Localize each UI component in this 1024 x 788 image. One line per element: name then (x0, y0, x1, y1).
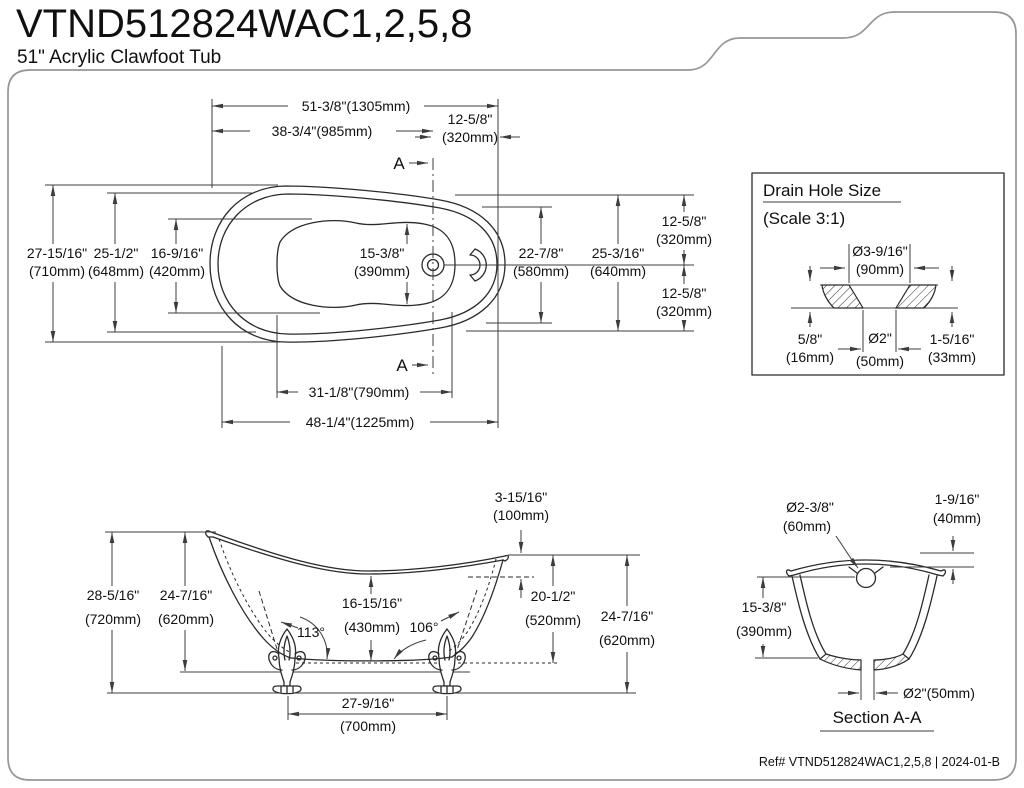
dim-inner-depth-in: 16-15/16" (342, 595, 402, 611)
dim-width-inner-right-mm: (580mm) (513, 263, 569, 279)
dim-rim-height-back-mm: (620mm) (158, 611, 214, 627)
dim-section-depth-in: 15-3/8" (742, 599, 787, 615)
dim-height-back-in: 28-5/16" (87, 587, 139, 603)
tub-front-wall (451, 559, 504, 658)
dim-hole-dia-mm: (50mm) (856, 353, 904, 369)
footer-ref: Ref# VTND512824WAC1,2,5,8 | 2024-01-B (759, 755, 1000, 769)
dim-width-rim-in: 25-1/2" (94, 245, 139, 261)
section-title: Section A-A (833, 708, 922, 727)
tub-back-wall (208, 536, 292, 659)
dim-half-width-bottom-mm: (320mm) (656, 303, 712, 319)
dim-section-from-end-in: 12-5/8" (448, 111, 493, 127)
section-left-wall (791, 575, 821, 660)
dim-width-right-mm: (640mm) (590, 263, 646, 279)
dim-flange-dia-in: Ø3-9/16" (852, 243, 908, 259)
drain-detail-box: Drain Hole Size (Scale 3:1) Ø3-9/16" (90… (751, 172, 1005, 376)
angle-front-label: 106° (410, 619, 439, 635)
dim-deck-height-mm: (520mm) (525, 612, 581, 628)
section-marker-bottom: A (396, 356, 408, 375)
dim-half-width-top-in: 12-5/8" (662, 213, 707, 229)
section-bottom-right (873, 653, 910, 671)
dim-length-overall: 51-3/8"(1305mm) (302, 98, 410, 114)
tub-outer-rim (209, 185, 506, 343)
drain-detail-title: Drain Hole Size (763, 181, 881, 200)
dim-section-depth-mm: (390mm) (736, 623, 792, 639)
dim-rim-height-front-in: 24-7/16" (601, 608, 653, 624)
drain-flange-right (894, 284, 937, 309)
dim-basin-width-at-drain-in: 15-3/8" (360, 245, 405, 261)
dim-half-width-bottom-in: 12-5/8" (662, 285, 707, 301)
dim-width-basin-in: 16-9/16" (151, 245, 203, 261)
tub-rim-profile (210, 531, 506, 572)
dim-basin-width-at-drain-mm: (390mm) (354, 263, 410, 279)
dim-depth-mm: (33mm) (928, 349, 976, 365)
side-view: 28-5/16" (720mm) 24-7/16" (620mm) 16-15/… (85, 489, 655, 734)
sheet-border (7, 11, 1017, 781)
dim-flange-dia-mm: (90mm) (856, 261, 904, 277)
page-subtitle: 51" Acrylic Clawfoot Tub (17, 47, 221, 68)
dim-lip-mm: (16mm) (786, 349, 834, 365)
dim-lip-in: 5/8" (798, 331, 822, 347)
dim-rim-to-deck-in: 3-15/16" (495, 489, 547, 505)
dim-width-right-in: 25-3/16" (592, 245, 644, 261)
dim-overflow-offset-mm: (40mm) (933, 510, 981, 526)
dim-overflow-dia-in: Ø2-3/8" (786, 499, 834, 515)
angle-back-label: 113° (297, 624, 325, 640)
dim-feet-distance-in: 27-9/16" (342, 695, 394, 711)
drain-detail-scale: (Scale 3:1) (763, 209, 845, 228)
dim-rim-height-front-mm: (620mm) (599, 632, 655, 648)
drain-flange-left (821, 284, 865, 309)
dim-width-overall-mm: (710mm) (29, 263, 85, 279)
page-title: VTND512824WAC1,2,5,8 (16, 2, 473, 46)
section-right-wall (908, 575, 938, 660)
dim-deck-height-in: 20-1/2" (531, 588, 576, 604)
section-view: Ø2-3/8" (60mm) 1-9/16" (40mm) 15-3/8" (3… (736, 491, 981, 732)
dim-length-to-section: 38-3/4"(985mm) (272, 123, 373, 139)
dim-width-basin-mm: (420mm) (149, 263, 205, 279)
dim-section-from-end-mm: (320mm) (442, 129, 498, 145)
section-bottom-left (818, 653, 862, 671)
tub-bottom (290, 656, 453, 662)
overflow-hole (855, 567, 877, 589)
dim-width-inner-right-in: 22-7/8" (519, 245, 564, 261)
dim-overflow-dia-mm: (60mm) (783, 518, 831, 534)
dim-rim-to-deck-mm: (100mm) (493, 507, 549, 523)
dim-base-length: 48-1/4"(1225mm) (306, 414, 414, 430)
dim-width-rim-mm: (648mm) (88, 263, 144, 279)
dim-overflow-offset-in: 1-9/16" (935, 491, 980, 507)
dim-half-width-top-mm: (320mm) (656, 231, 712, 247)
section-marker-top: A (393, 154, 405, 173)
dim-hole-dia-in: Ø2" (868, 330, 892, 346)
dim-inner-depth-mm: (430mm) (344, 619, 400, 635)
dim-height-back-mm: (720mm) (85, 611, 141, 627)
dim-feet-distance-mm: (700mm) (340, 718, 396, 734)
dim-rim-height-back-in: 24-7/16" (160, 587, 212, 603)
dim-drain-label: Ø2"(50mm) (903, 685, 975, 701)
tub-basin-outline (276, 220, 456, 308)
dim-depth-in: 1-5/16" (930, 331, 975, 347)
dim-basin-length: 31-1/8"(790mm) (309, 384, 410, 400)
claw-foot-front-icon (428, 628, 466, 695)
dim-width-overall-in: 27-15/16" (27, 245, 87, 261)
detail-box-frame (751, 172, 1005, 376)
top-view: 51-3/8"(1305mm) 38-3/4"(985mm) 12-5/8" (… (27, 98, 712, 430)
